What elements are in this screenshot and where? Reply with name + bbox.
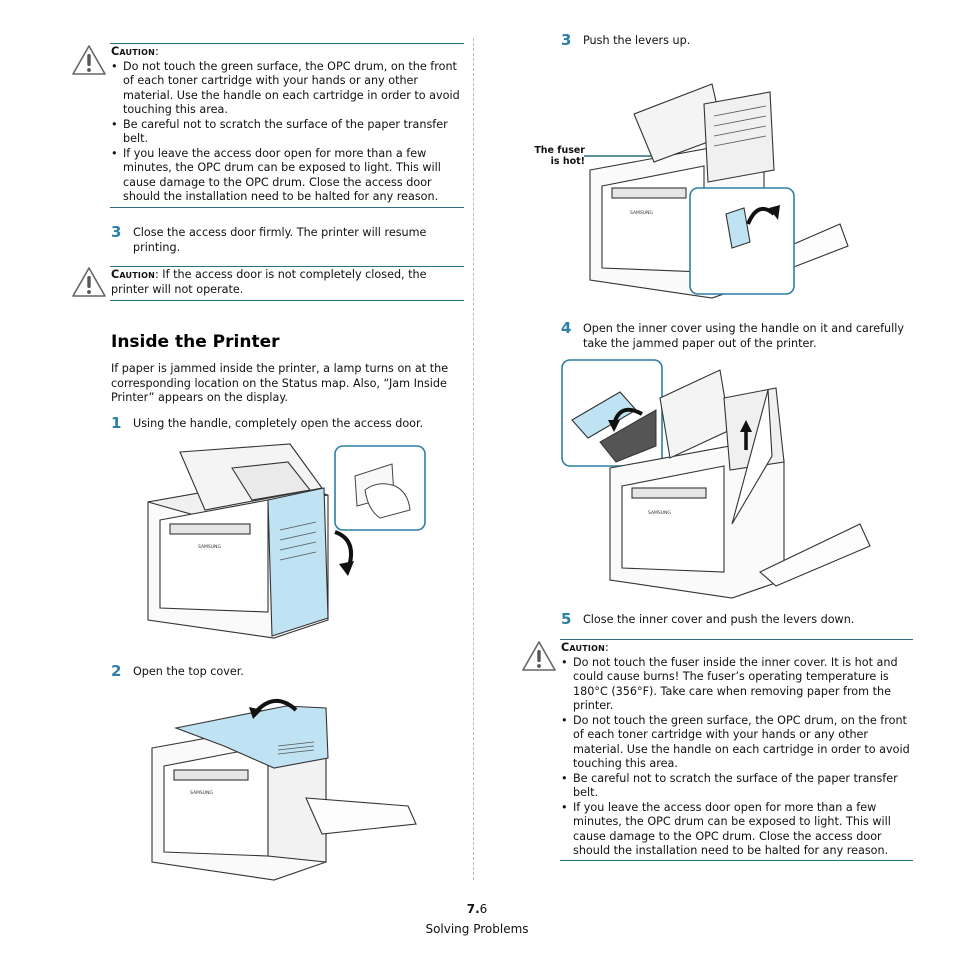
step-text: Push the levers up.: [583, 34, 691, 47]
brand-label: SAMSUNG: [198, 544, 221, 550]
caution-bullet-list: Do not touch the green surface, the OPC …: [111, 60, 463, 205]
step-text: Close the inner cover and push the lever…: [583, 613, 855, 626]
caution-bullet-list: Do not touch the fuser inside the inner …: [561, 656, 912, 859]
footer-section-title: Solving Problems: [425, 922, 529, 936]
printer-open-access-door-illustration: SAMSUNG: [147, 443, 426, 639]
step-number: 4: [561, 319, 572, 337]
list-item: Do not touch the fuser inside the inner …: [561, 656, 912, 714]
caution-bottom-rule: [110, 300, 464, 301]
list-item: If you leave the access door open for mo…: [561, 801, 912, 859]
caution-title: Caution: [561, 641, 605, 654]
step-number: 5: [561, 610, 572, 628]
brand-label: SAMSUNG: [190, 790, 213, 796]
step-number: 3: [111, 223, 122, 241]
list-item: Do not touch the green surface, the OPC …: [111, 60, 463, 118]
caution-top-rule: [110, 43, 464, 44]
caution-text: : If the access door is not completely c…: [111, 268, 427, 296]
step-text: Open the top cover.: [133, 665, 244, 678]
caution-title: Caution: [111, 268, 155, 281]
step-text: Close the access door firmly. The printe…: [133, 226, 427, 254]
caution-top-rule: [110, 266, 464, 267]
access-door-highlight: [267, 487, 329, 637]
caution-warning-icon: [522, 641, 556, 671]
fuser-hot-label: The fuser is hot!: [534, 145, 585, 167]
section-heading: Inside the Printer: [111, 332, 280, 352]
brand-label: SAMSUNG: [630, 210, 653, 216]
caution-title: Caution: [111, 45, 155, 58]
brand-label: SAMSUNG: [648, 510, 671, 516]
caution-warning-icon: [72, 267, 106, 297]
step-text: Using the handle, completely open the ac…: [133, 417, 424, 430]
list-item: If you leave the access door open for mo…: [111, 147, 463, 205]
list-item: Be careful not to scratch the surface of…: [111, 118, 463, 147]
caution-box-3: Caution: Do not touch the fuser inside t…: [561, 641, 912, 859]
printer-top-cover-open-illustration: SAMSUNG: [151, 699, 417, 881]
caution-bottom-rule: [560, 860, 913, 861]
caution-bottom-rule: [110, 207, 464, 208]
printer-levers-up-illustration: SAMSUNG: [584, 83, 849, 299]
column-divider: [473, 38, 474, 880]
step-text: Open the inner cover using the handle on…: [583, 322, 904, 350]
intro-paragraph: If paper is jammed inside the printer, a…: [111, 362, 449, 404]
page-number: 7.6: [466, 902, 488, 916]
caution-box-1: Caution: Do not touch the green surface,…: [111, 45, 463, 205]
step-number: 1: [111, 414, 122, 432]
step-number: 3: [561, 31, 572, 49]
caution-top-rule: [560, 639, 913, 640]
step-number: 2: [111, 662, 122, 680]
caution-box-2: Caution: If the access door is not compl…: [111, 268, 463, 297]
list-item: Be careful not to scratch the surface of…: [561, 772, 912, 801]
printer-inner-cover-jam-illustration: SAMSUNG: [561, 359, 871, 599]
caution-warning-icon: [72, 45, 106, 75]
list-item: Do not touch the green surface, the OPC …: [561, 714, 912, 772]
